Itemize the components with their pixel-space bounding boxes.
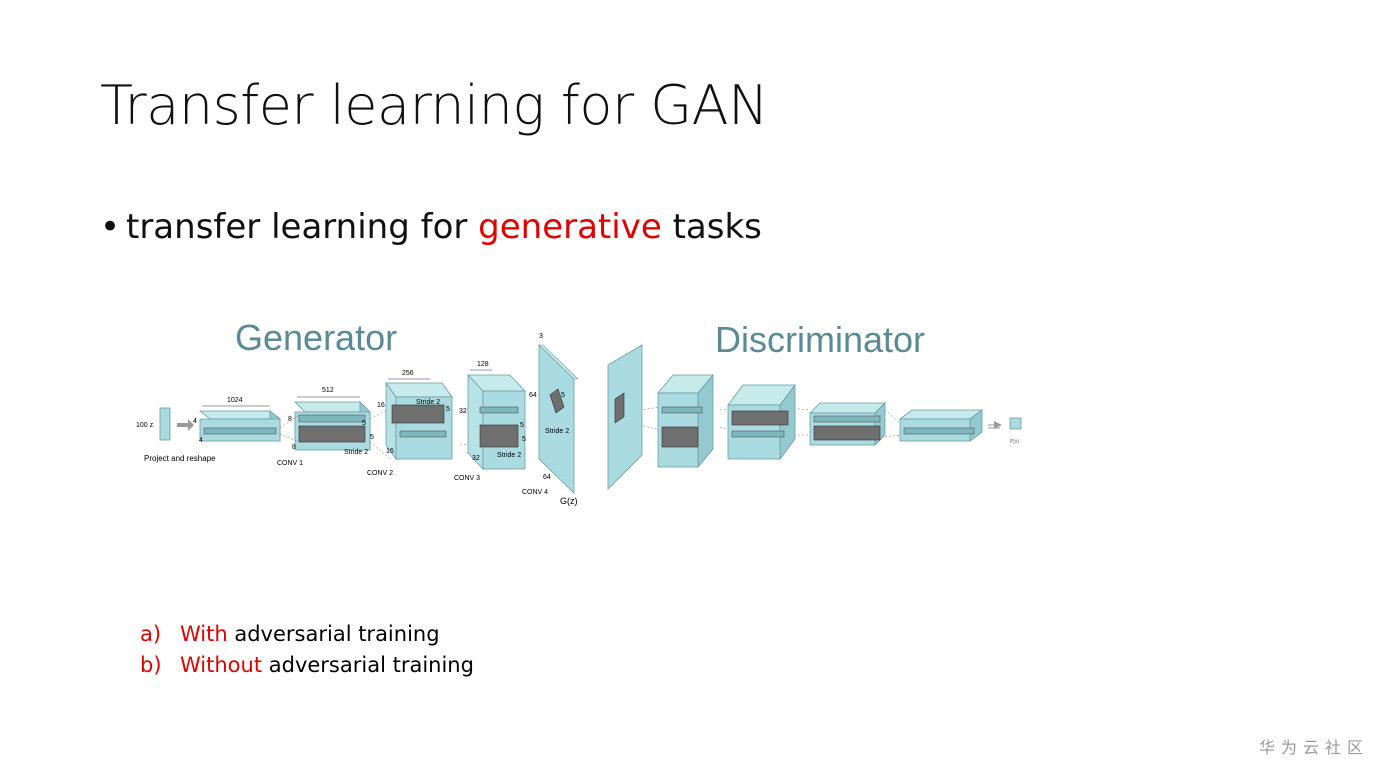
option-a-letter: a) [140,622,162,646]
dim-64a: 64 [529,392,537,399]
discriminator-block-3 [809,402,886,446]
conv2-label: CONV 2 [367,470,393,477]
input-arrow-head [188,419,194,431]
kernel-5f: 5 [561,392,565,399]
kernel-5d: 5 [520,422,524,429]
stride-label-2: Stride 2 [416,399,440,406]
kernel-5b: 5 [370,434,374,441]
dim-32a: 32 [459,408,467,415]
dim-512: 512 [322,387,334,394]
bullet-dot: • [100,207,121,247]
dim-256: 256 [402,370,414,377]
discriminator-block-1 [657,373,714,469]
bullet-highlight: generative [478,207,662,247]
generator-block-4 [467,373,526,471]
slide-title: Transfer learning for GAN [100,74,768,137]
dim-16b: 16 [386,448,394,455]
generator-label: Generator [235,317,397,358]
dim-128: 128 [477,361,489,368]
dim-4a: 4 [193,418,197,425]
option-a-highlight: With [180,622,228,646]
option-b-letter: b) [140,653,162,677]
option-b: b) Without adversarial training [140,650,474,681]
option-a: a) With adversarial training [140,619,474,650]
dcgan-architecture-figure: Generator Discriminator 100 z Project an… [130,315,1030,520]
options-list: a) With adversarial training b) Without ad… [140,619,474,681]
conv4-label: CONV 4 [522,489,548,496]
dim-4b: 4 [199,437,203,444]
kernel-5a: 5 [362,420,366,427]
bullet-point: •transfer learning for generative tasks [100,207,762,247]
bullet-suffix: tasks [661,207,762,247]
kernel-5c: 5 [446,406,450,413]
option-a-text: adversarial training [227,622,440,646]
stride-label-4: Stride 2 [545,428,569,435]
dim-32b: 32 [472,455,480,462]
discriminator-label: Discriminator [715,319,925,360]
option-b-text: adversarial training [262,653,474,677]
generator-block-2 [294,401,371,451]
dim-8a: 8 [288,416,292,423]
conv1-label: CONV 1 [277,460,303,467]
input-z-vector [159,407,171,441]
connection-lines [279,394,903,461]
kernel-5e: 5 [522,436,526,443]
conv3-label: CONV 3 [454,475,480,482]
bullet-prefix: transfer learning for [126,207,479,247]
option-b-highlight: Without [180,653,263,677]
dim-3: 3 [539,333,543,340]
gz-label: G(z) [560,496,578,506]
output-probability-box [1009,417,1022,430]
generator-block-3 [385,381,453,461]
watermark: 华为云社区 [1258,740,1369,757]
discriminator-input-image [607,344,643,490]
px-label: P(x) [1010,439,1020,445]
dim-16a: 16 [377,402,385,409]
project-reshape-label: Project and reshape [144,454,216,463]
dim-64b: 64 [543,474,551,481]
discriminator-block-2 [727,383,796,461]
discriminator-block-4 [898,409,984,442]
dcgan-diagram: Generator Discriminator 100 z Project an… [136,317,1022,506]
stride-label-3: Stride 2 [497,452,521,459]
dim-1024: 1024 [227,397,243,404]
input-z-label: 100 z [136,422,154,429]
generator-output-image [538,344,579,494]
stride-label-1: Stride 2 [344,449,368,456]
dim-8b: 8 [292,444,296,451]
generator-block-1 [198,410,282,442]
